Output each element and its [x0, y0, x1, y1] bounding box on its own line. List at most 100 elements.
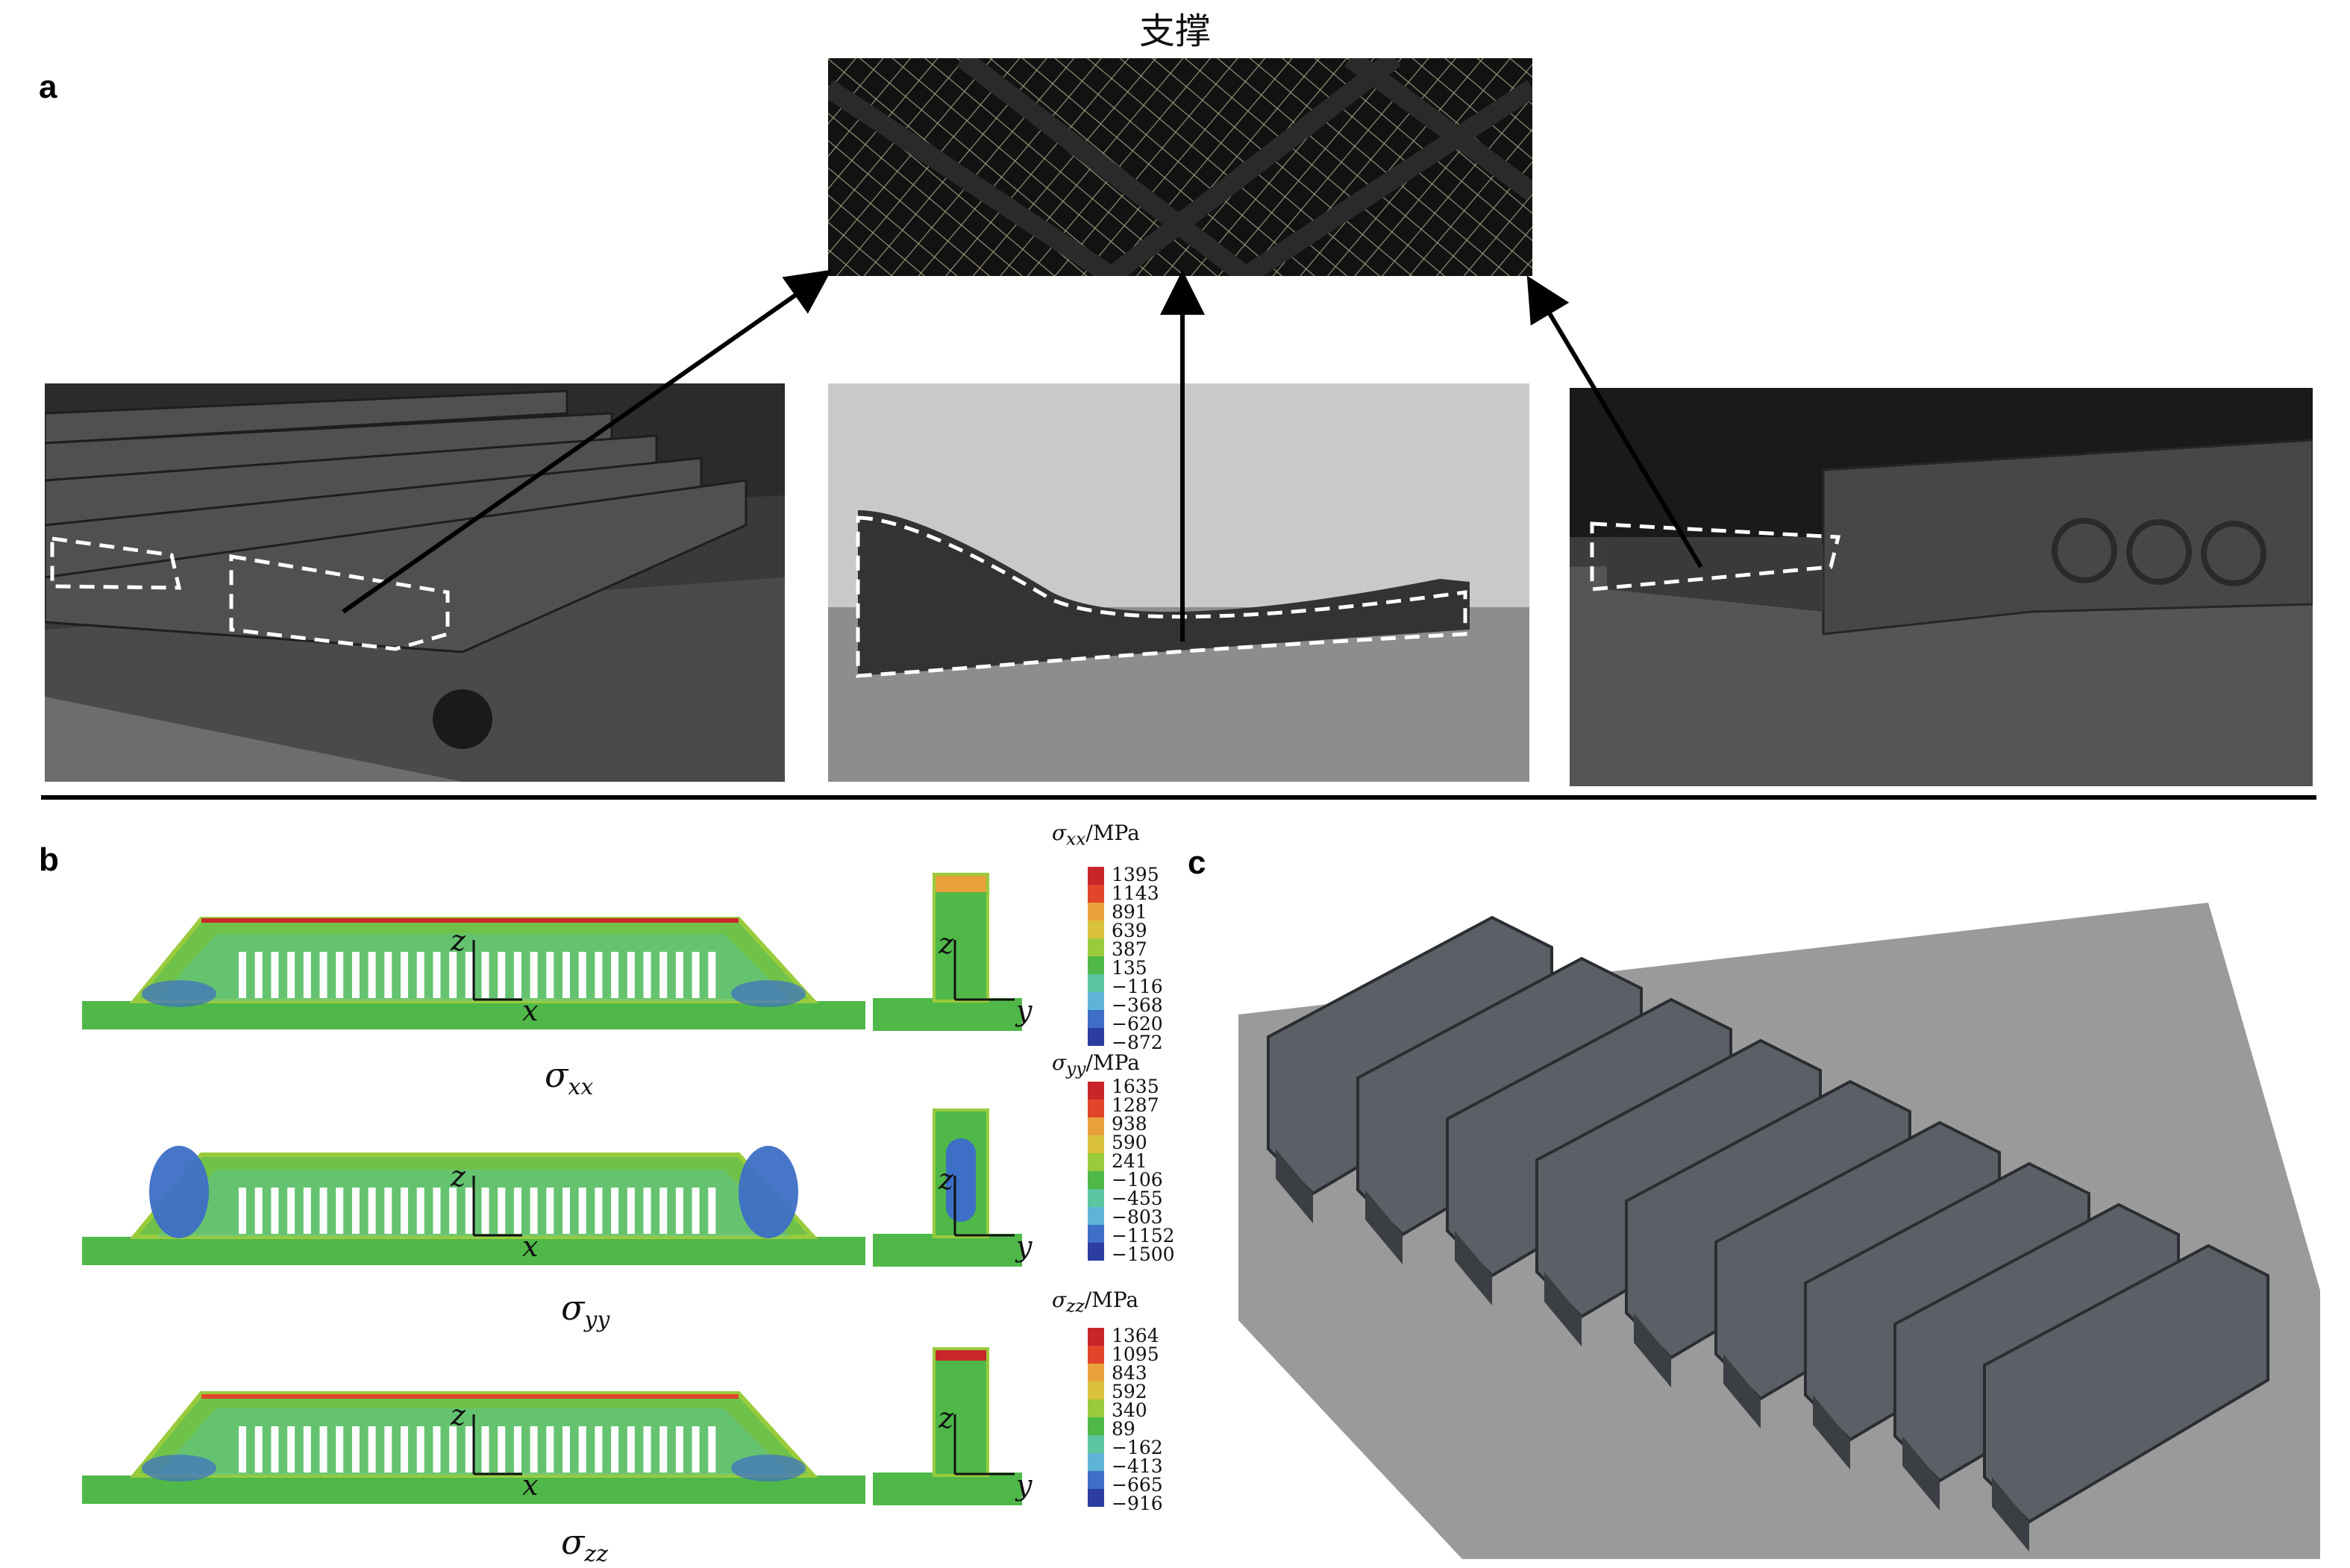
part-base — [1813, 1395, 1850, 1470]
colorbar-swatch — [1088, 1117, 1104, 1135]
lattice-slot — [336, 1426, 344, 1473]
tick: −106 — [1112, 1169, 1163, 1191]
lattice-slot — [351, 952, 360, 998]
lattice-slot — [643, 1188, 651, 1234]
part-base — [1902, 1436, 1940, 1511]
axis-label-z: z — [938, 1163, 954, 1196]
tick: −1500 — [1112, 1244, 1175, 1265]
axis-label-y: y — [1015, 1469, 1033, 1502]
colorbar-swatch — [1088, 1471, 1104, 1489]
base-plate — [82, 1001, 865, 1029]
tick: 843 — [1112, 1362, 1147, 1384]
colorbar-swatch — [1088, 1382, 1104, 1399]
lattice-slot — [643, 1426, 651, 1473]
axis-label-x: x — [522, 1230, 538, 1263]
colorbar-swatch — [1088, 992, 1104, 1010]
lattice-slot — [287, 1426, 295, 1473]
lattice-slot — [659, 1426, 668, 1473]
colorbar-swatch — [1088, 1364, 1104, 1382]
colorbar-swatch — [1088, 1225, 1104, 1243]
lattice-slot — [627, 952, 635, 998]
lattice-slot — [643, 952, 651, 998]
lattice-slot — [368, 1426, 376, 1473]
colorbar-swatch — [1088, 867, 1104, 885]
substrate-parts-photo — [45, 383, 785, 782]
lattice-slot — [416, 1188, 424, 1234]
lattice-slot — [319, 952, 328, 998]
axis-label-z: z — [450, 1160, 466, 1193]
panel-label-b: b — [39, 841, 59, 878]
lattice-slot — [611, 1188, 619, 1234]
colorbar-swatch — [1088, 921, 1104, 938]
caption-sigma-zz: σzz — [561, 1522, 609, 1568]
tick: 241 — [1112, 1150, 1147, 1172]
lattice-slot — [384, 1188, 392, 1234]
lattice-slot — [319, 1426, 328, 1473]
tick: 1287 — [1112, 1094, 1159, 1116]
lattice-slot — [675, 1426, 683, 1473]
tick: 938 — [1112, 1113, 1147, 1135]
lattice-slot — [351, 1426, 360, 1473]
lattice-slot — [303, 1188, 311, 1234]
lattice-slot — [303, 1426, 311, 1473]
lattice-slot — [384, 952, 392, 998]
colorbar-swatch — [1088, 1010, 1104, 1028]
tick: 135 — [1112, 957, 1147, 979]
colorbar-title-xx: σxx/MPa — [1052, 821, 1140, 850]
panel-label-a: a — [39, 69, 57, 105]
tick: 639 — [1112, 920, 1147, 941]
cross-section-base — [873, 1234, 1022, 1267]
lattice-slot — [513, 1188, 521, 1234]
axis-label-y: y — [1015, 1230, 1033, 1263]
lattice-slot — [498, 952, 506, 998]
lattice-slot — [481, 952, 489, 998]
right-compression-zone — [739, 1146, 798, 1238]
colorbar-swatch — [1088, 1189, 1104, 1207]
lattice-slot — [239, 952, 246, 998]
colorbar-swatch — [1088, 1489, 1104, 1507]
colorbar-ticks-yy: 1635 1287 938 590 241 −106 −455 −803 −11… — [1112, 1077, 1175, 1264]
tick: −665 — [1112, 1474, 1163, 1496]
tick: −916 — [1112, 1493, 1163, 1514]
lattice-slot — [287, 952, 295, 998]
tick: −1152 — [1112, 1225, 1175, 1246]
machine-part-photo — [1570, 388, 2313, 786]
colorbar-swatch — [1088, 1417, 1104, 1435]
right-compression-zone — [731, 1455, 806, 1481]
lattice-slot — [578, 1426, 586, 1473]
tick: −413 — [1112, 1455, 1163, 1477]
lattice-slot — [530, 952, 538, 998]
part-base — [1634, 1313, 1671, 1387]
part-base — [1992, 1477, 2029, 1552]
arrow-right — [1526, 275, 1703, 568]
tick: 1395 — [1112, 864, 1159, 885]
lattice-slot — [401, 1426, 408, 1473]
axis-label-z: z — [938, 1402, 954, 1434]
tick: −620 — [1112, 1013, 1163, 1035]
tick: 1364 — [1112, 1325, 1159, 1346]
lattice-slot — [675, 1188, 683, 1234]
colorbar-ticks-zz: 1364 1095 843 592 340 89 −162 −413 −665 … — [1112, 1326, 1163, 1513]
right-compression-zone — [731, 980, 806, 1007]
part-base — [1544, 1272, 1582, 1346]
lattice-slot — [401, 1188, 408, 1234]
lattice-slot — [449, 952, 457, 998]
lattice-slot — [239, 1426, 246, 1473]
lattice-slot — [546, 1188, 554, 1234]
lattice-slot — [449, 1188, 457, 1234]
curved-part-photo — [828, 383, 1529, 782]
lattice-slot — [627, 1426, 635, 1473]
tick: −872 — [1112, 1032, 1163, 1053]
colorbar-swatch — [1088, 956, 1104, 974]
colorbar-swatch — [1088, 1243, 1104, 1261]
base-plate — [82, 1476, 865, 1504]
axis-label-x: x — [522, 1469, 538, 1502]
lattice-slot — [546, 1426, 554, 1473]
cross-section-web — [933, 1347, 989, 1477]
lattice-slot — [546, 952, 554, 998]
lattice-slot — [254, 1426, 263, 1473]
lattice-slot — [449, 1426, 457, 1473]
lattice-slot — [319, 1188, 328, 1234]
